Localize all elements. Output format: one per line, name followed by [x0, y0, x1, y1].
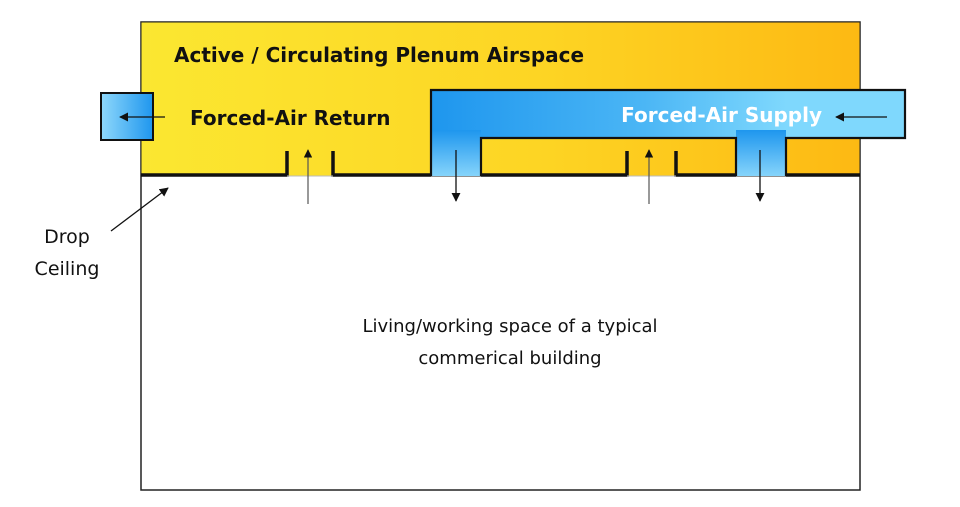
supply-drop-2	[736, 130, 786, 176]
ceiling-segment-4	[674, 151, 736, 177]
ceiling-segment-3	[481, 151, 629, 177]
plenum-title: Active / Circulating Plenum Airspace	[174, 43, 584, 67]
supply-duct-outline	[429, 88, 907, 176]
drop-ceiling-label-line1: Drop	[44, 226, 90, 248]
ceiling-segment-2	[331, 151, 431, 177]
drop-ceiling-pointer-icon	[110, 187, 169, 232]
drop-ceiling	[141, 151, 860, 177]
supply-duct	[431, 90, 905, 176]
drop-ceiling-label-line2: Ceiling	[35, 258, 100, 280]
living-space-label-line1: Living/working space of a typical	[362, 316, 657, 337]
living-space-label-line2: commerical building	[418, 348, 601, 369]
supply-label: Forced-Air Supply	[621, 103, 822, 127]
ceiling-segment-1	[141, 151, 289, 177]
return-label: Forced-Air Return	[190, 106, 391, 130]
